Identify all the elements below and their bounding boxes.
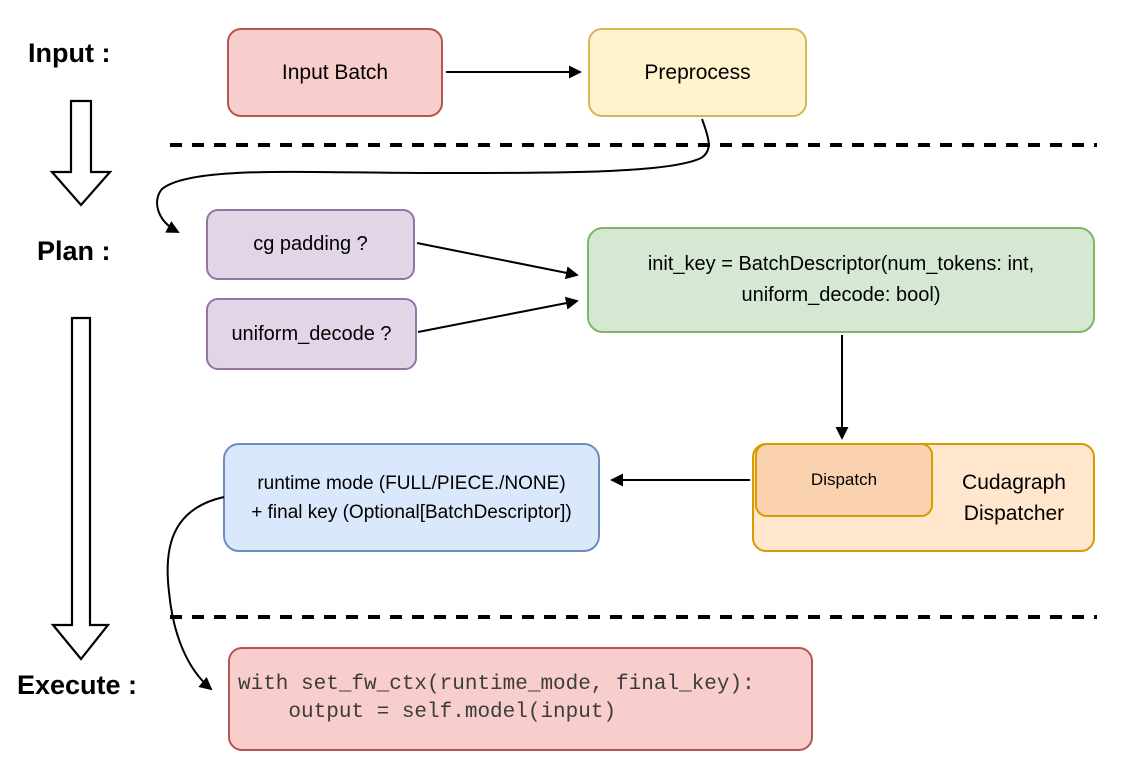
cudagraph-label-line2: Dispatcher xyxy=(963,501,1065,525)
node-cg-padding: cg padding ? xyxy=(206,209,415,280)
node-dispatch: Dispatch xyxy=(755,443,933,517)
node-execute-code: with set_fw_ctx(runtime_mode, final_key)… xyxy=(228,647,813,751)
node-init-key-line2: uniform_decode: bool) xyxy=(741,284,941,306)
execute-code-line1: with set_fw_ctx(runtime_mode, final_key)… xyxy=(238,673,755,696)
node-cg-padding-label: cg padding ? xyxy=(253,233,368,255)
node-dispatch-label: Dispatch xyxy=(810,470,878,489)
stage-label-plan: Plan : xyxy=(37,236,111,266)
arrow-cg-padding-to-init-key xyxy=(416,242,579,280)
node-preprocess: Preprocess xyxy=(588,28,807,117)
node-init-key-line1: init_key = BatchDescriptor(num_tokens: i… xyxy=(647,253,1035,275)
arrow-runtime-mode-to-execute-code xyxy=(166,496,225,691)
cudagraph-label-line1: Cudagraph xyxy=(962,470,1066,494)
node-runtime-mode-line1: runtime mode (FULL/PIECE./NONE) xyxy=(257,472,566,494)
hollow-arrow-plan-to-execute xyxy=(50,316,111,661)
node-uniform-decode-label: uniform_decode ? xyxy=(231,322,392,345)
node-init-key: init_key = BatchDescriptor(num_tokens: i… xyxy=(587,227,1095,333)
node-runtime-mode-line2: + final key (Optional[BatchDescriptor]) xyxy=(251,501,572,523)
stage-label-input: Input : xyxy=(28,38,111,68)
stage-label-execute: Execute : xyxy=(17,670,138,700)
hollow-arrow-input-to-plan xyxy=(49,99,113,207)
arrow-uniform-decode-to-init-key xyxy=(417,296,579,333)
node-input-batch-label: Input Batch xyxy=(281,60,389,84)
node-runtime-mode: runtime mode (FULL/PIECE./NONE) + final … xyxy=(223,443,600,552)
node-input-batch: Input Batch xyxy=(227,28,443,117)
execute-code-line2: output = self.model(input) xyxy=(238,701,617,724)
node-uniform-decode: uniform_decode ? xyxy=(206,298,417,370)
node-preprocess-label: Preprocess xyxy=(644,60,751,84)
node-cudagraph-dispatcher-label: Cudagraph Dispatcher xyxy=(933,443,1095,552)
